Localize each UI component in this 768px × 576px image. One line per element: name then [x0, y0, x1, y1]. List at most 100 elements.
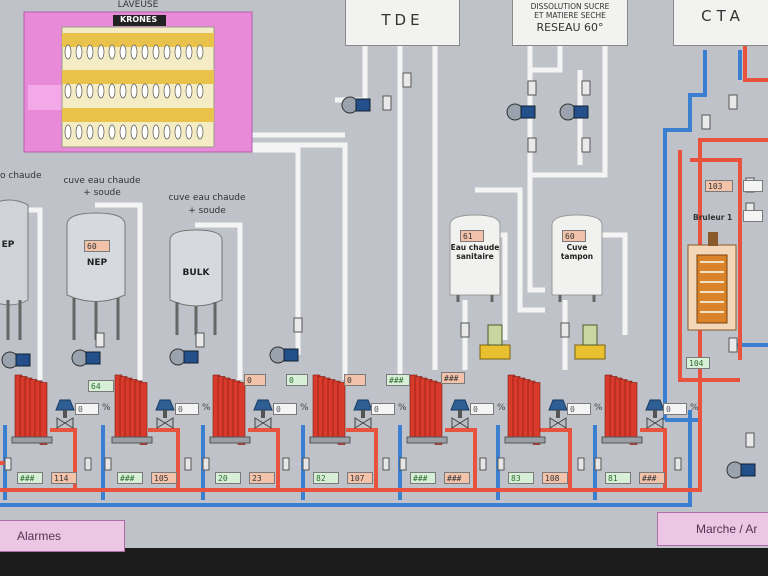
control-valve[interactable] [55, 399, 75, 429]
heat-exchanger[interactable] [11, 374, 53, 445]
inline-valve-icon[interactable] [399, 457, 407, 471]
inline-valve-icon[interactable] [184, 457, 192, 471]
control-valve[interactable] [253, 399, 273, 429]
inline-valve-icon[interactable] [581, 80, 591, 96]
inline-valve-icon[interactable] [402, 72, 412, 88]
bottle-icon [185, 44, 193, 60]
inline-valve-icon[interactable] [84, 457, 92, 471]
pump-icon[interactable] [506, 103, 536, 121]
screen-bezel [0, 548, 768, 576]
tank-sanitaire-label-2: sanitaire [456, 252, 494, 261]
bottle-icon [75, 44, 83, 60]
tank-partial[interactable] [0, 199, 29, 340]
heat-exchanger[interactable] [601, 374, 643, 445]
pump-motor [520, 105, 536, 119]
pump-icon[interactable] [269, 346, 299, 364]
bottle-icon [185, 124, 193, 140]
valve-percent-unit: % [398, 403, 407, 413]
solenoid-valve-sanitaire[interactable] [479, 324, 511, 360]
bottle-icon [75, 124, 83, 140]
bottle-row-bottom [64, 124, 204, 140]
inline-valve-icon[interactable] [479, 457, 487, 471]
bottle-icon [119, 44, 127, 60]
inline-valve-icon[interactable] [728, 94, 738, 110]
tank-nep-caption-2: + soude [83, 188, 121, 198]
bottom-readout-green: 83 [508, 472, 534, 484]
laveuse-band-2 [62, 70, 214, 84]
control-valve-actuator [353, 399, 373, 411]
heat-exchanger[interactable] [111, 374, 153, 445]
inline-valve-icon[interactable] [4, 457, 12, 471]
heat-exchanger-base [504, 436, 546, 444]
heat-exchanger[interactable] [406, 374, 448, 445]
control-valve[interactable] [155, 399, 175, 429]
inline-valve-icon[interactable] [701, 114, 711, 130]
bottle-row-top [64, 44, 204, 60]
inline-valve-icon[interactable] [527, 80, 537, 96]
inline-valve-icon[interactable] [581, 137, 591, 153]
inline-valve-icon[interactable] [460, 322, 470, 338]
exchanger-top-value-2: ### [441, 372, 465, 384]
inline-valve-icon[interactable] [560, 322, 570, 338]
pump-icon[interactable] [726, 461, 756, 479]
inline-valve-icon[interactable] [302, 457, 310, 471]
valve-percent-unit: % [497, 403, 506, 413]
valve-percent-unit: % [202, 403, 211, 413]
inline-valve-icon[interactable] [95, 332, 105, 348]
laveuse-frame-notch [28, 85, 62, 110]
heat-exchanger-plate [434, 382, 443, 445]
inline-valve-icon[interactable] [527, 137, 537, 153]
inline-valve-icon[interactable] [382, 457, 390, 471]
tank-bulk[interactable] [169, 229, 223, 335]
solenoid-valve-tampon[interactable] [574, 324, 606, 360]
heat-exchanger[interactable] [504, 374, 546, 445]
inline-valve-icon[interactable] [674, 457, 682, 471]
control-valve[interactable] [353, 399, 373, 429]
laveuse-panel[interactable] [23, 11, 253, 153]
inline-valve-icon[interactable] [202, 457, 210, 471]
inline-valve-icon[interactable] [577, 457, 585, 471]
heat-exchanger[interactable] [309, 374, 351, 445]
inline-valve-icon[interactable] [594, 457, 602, 471]
control-valve-stem [361, 410, 365, 418]
red-pipe-u6 [640, 428, 667, 490]
bottle-icon [119, 83, 127, 99]
pump-icon[interactable] [341, 96, 371, 114]
control-valve-actuator [450, 399, 470, 411]
inline-valve-icon[interactable] [745, 432, 755, 448]
inline-valve-icon[interactable] [382, 95, 392, 111]
inline-valve-icon[interactable] [195, 332, 205, 348]
inline-valve-icon[interactable] [293, 317, 303, 333]
bottle-icon [64, 44, 72, 60]
tank-nep[interactable] [66, 212, 126, 340]
bottle-icon [64, 83, 72, 99]
bottle-icon [141, 44, 149, 60]
heat-exchanger-plate [139, 382, 148, 445]
control-valve[interactable] [450, 399, 470, 429]
bruleur-unit[interactable] [687, 232, 737, 331]
pump-icon[interactable] [169, 348, 199, 366]
tank-nep-body [66, 212, 126, 302]
pump-icon[interactable] [71, 349, 101, 367]
tank-partial-caption: o chaude [0, 171, 42, 181]
pump-motor [15, 353, 31, 367]
inline-valve-icon[interactable] [497, 457, 505, 471]
inline-valve-icon[interactable] [104, 457, 112, 471]
red-pipe-cta [743, 45, 768, 82]
marche-arret-button[interactable]: Marche / Ar [657, 512, 768, 546]
laveuse-band-1 [62, 33, 214, 47]
inline-valve-icon[interactable] [282, 457, 290, 471]
control-valve-stem [261, 410, 265, 418]
bottle-icon [174, 83, 182, 99]
control-valve[interactable] [645, 399, 665, 429]
inline-valve-icon[interactable] [728, 337, 738, 353]
pump-icon[interactable] [1, 351, 31, 369]
heat-exchanger[interactable] [209, 374, 251, 445]
bottom-readout-green: 81 [605, 472, 631, 484]
alarmes-button[interactable]: Alarmes [0, 520, 125, 552]
control-valve[interactable] [548, 399, 568, 429]
bottle-icon [97, 124, 105, 140]
valve-percent-unit: % [594, 403, 603, 413]
pump-icon[interactable] [559, 103, 589, 121]
